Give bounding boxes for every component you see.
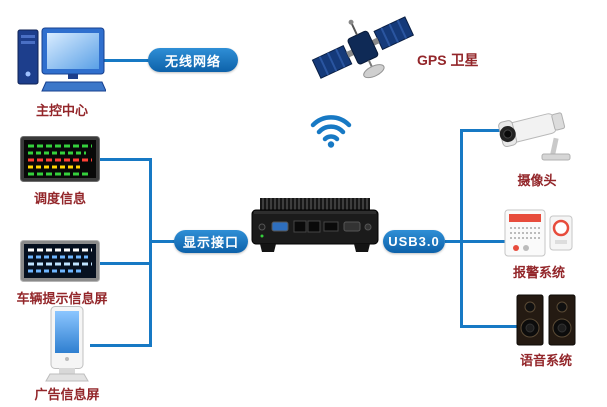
gps-satellite-icon [310,2,415,94]
ad-kiosk-icon [44,306,90,382]
line-maincontrol-to-wireless [96,59,150,62]
usb3-pill: USB3.0 [383,230,445,253]
line-bus-to-alarm [460,240,507,243]
cctv-camera-icon [496,98,578,166]
main-control-label: 主控中心 [35,103,89,118]
dispatch-info-label: 调度信息 [33,191,87,206]
left-bus-line [149,158,152,347]
ad-screen-label: 广告信息屏 [34,387,100,402]
line-vehicle-to-bus [98,262,152,265]
right-bus-line [460,129,463,328]
line-bus-to-voice [460,325,518,328]
wifi-icon [307,110,355,148]
embedded-pc-icon [250,196,380,254]
display-interface-pill: 显示接口 [174,230,248,253]
line-dispatch-to-bus [98,158,152,161]
line-usb-pill-to-bus [445,240,463,243]
speakers-icon [516,294,576,346]
gps-satellite-label: GPS 卫星 [417,52,479,68]
alarm-system-label: 报警系统 [512,265,566,280]
line-bus-to-display-pill [149,240,177,243]
voice-system-label: 语音系统 [519,353,573,368]
desktop-computer-icon [16,26,106,96]
vehicle-info-screen-icon [20,240,100,282]
alarm-system-icon [504,208,574,258]
line-adscreen-to-bus [90,344,152,347]
dispatch-led-screen-icon [20,136,100,182]
camera-label: 摄像头 [517,173,557,188]
wireless-network-pill: 无线网络 [148,48,238,72]
line-bus-to-camera [460,129,500,132]
vehicle-info-label: 车辆提示信息屏 [16,291,108,306]
